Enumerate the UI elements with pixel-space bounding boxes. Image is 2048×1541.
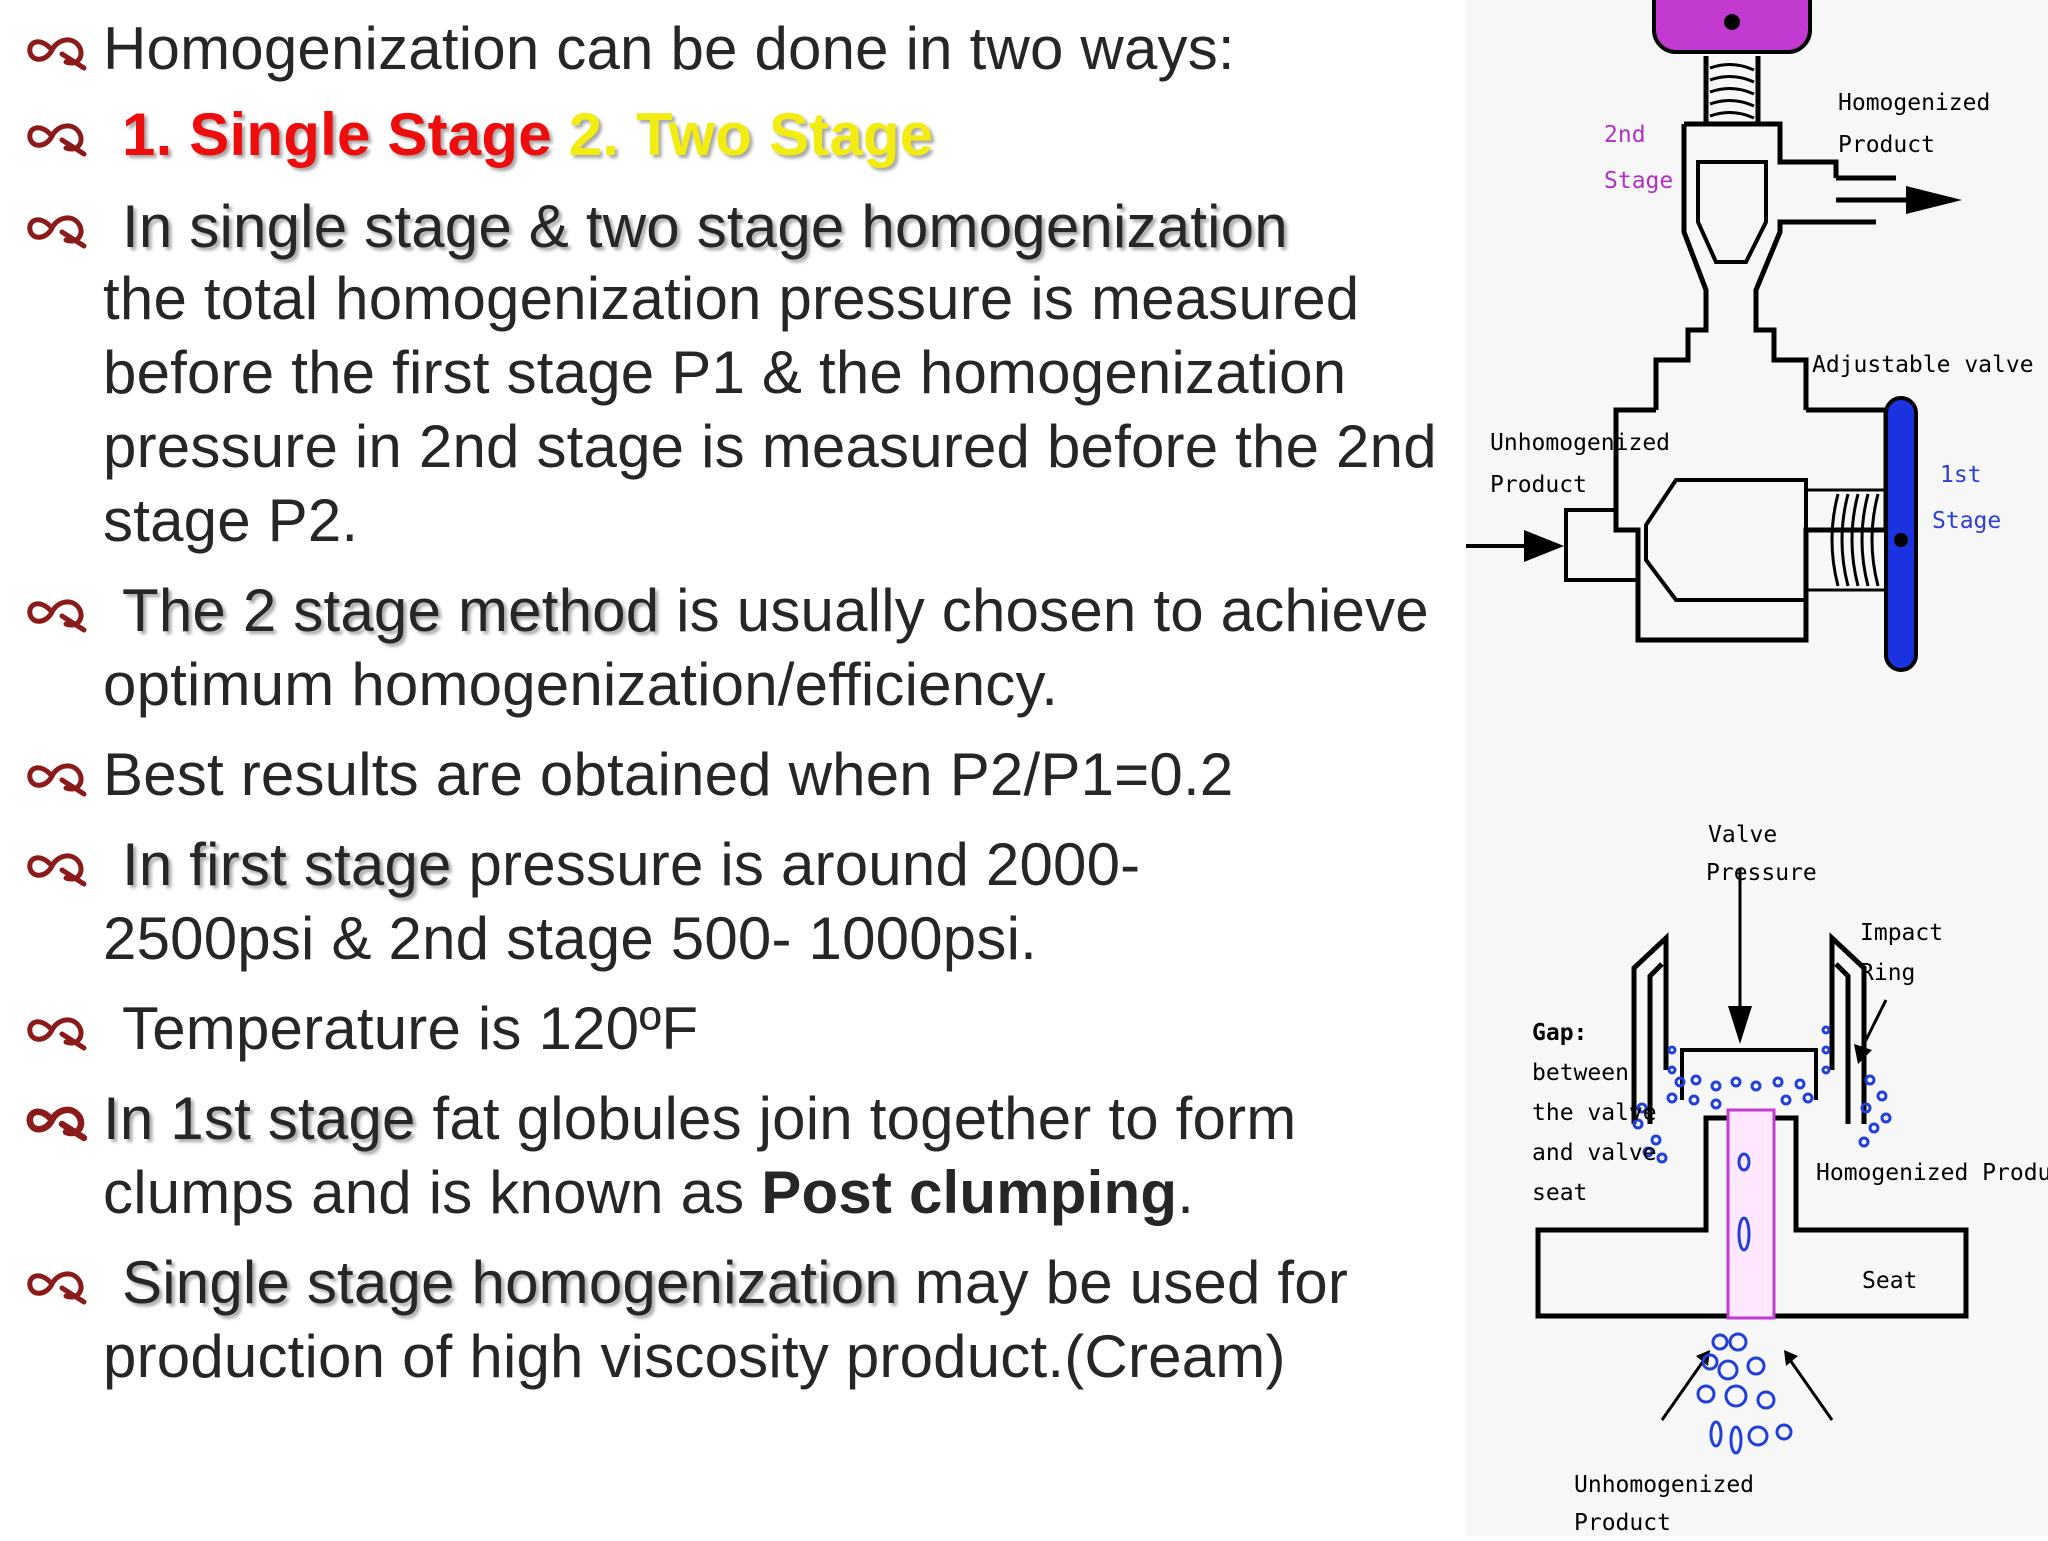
- single-stage-label: 1. Single Stage: [122, 101, 552, 168]
- bullet-end: .: [1177, 1159, 1195, 1226]
- label-adjustable-valve-handle: Adjustable valve handle: [1812, 352, 2048, 378]
- label-gap: between: [1532, 1060, 1629, 1086]
- bullet-text: Single stage homogenization may be used …: [103, 1246, 1443, 1394]
- label-2nd-stage: Stage: [1604, 168, 1673, 194]
- label-seat: Seat: [1862, 1268, 1917, 1294]
- flow-channel: [1726, 1108, 1776, 1320]
- scroll-curl-icon: [26, 1106, 88, 1142]
- bullet-heading: In first stage: [122, 831, 452, 898]
- bullet-text: Homogenization can be done in two ways:: [103, 12, 1483, 86]
- scroll-curl-icon: [27, 599, 87, 633]
- bullet-body: fat globules join together to form clump…: [103, 1085, 1297, 1226]
- bullet-heading: In single stage & two stage homogenizati…: [122, 193, 1288, 260]
- bullet-body: pressure is around 2000-2500psi & 2nd st…: [103, 831, 1141, 972]
- label-impact-ring: Impact: [1860, 920, 1943, 946]
- label-unhomogenized-product: Product: [1574, 1510, 1671, 1536]
- label-homogenized-product: Homogenized: [1838, 90, 1990, 116]
- bullet-text: In first stage pressure is around 2000-2…: [103, 828, 1323, 976]
- bullet-text: 1. Single Stage 2. Two Stage: [122, 98, 1502, 172]
- label-gap: seat: [1532, 1180, 1587, 1206]
- intro-text: Homogenization can be done in two ways:: [103, 15, 1235, 82]
- scroll-curl-icon: [27, 37, 87, 71]
- bullet-body: may be used for production of high visco…: [103, 1249, 1349, 1390]
- bullet-text: Best results are obtained when P2/P1=0.2: [103, 738, 1483, 812]
- label-unhomogenized-product: Product: [1490, 472, 1587, 498]
- diagram-panel: 2nd Stage Homogenized Product Adjustable…: [1466, 0, 2048, 1536]
- valve-seat-diagram: [1535, 868, 1969, 1421]
- label-impact-ring: Ring: [1860, 960, 1915, 986]
- bullet-body: is usually chosen to achieve optimum hom…: [103, 577, 1429, 718]
- label-homogenized-product: Homogenized Product: [1816, 1160, 2048, 1186]
- scroll-curl-icon: [27, 1271, 87, 1305]
- two-stage-label: 2. Two Stage: [551, 101, 934, 168]
- label-gap: the valve: [1532, 1100, 1657, 1126]
- bullet-text: In 1st stage fat globules join together …: [103, 1082, 1478, 1230]
- label-unhomogenized-product: Unhomogenized: [1490, 430, 1670, 456]
- fat-globules-icon: [1632, 1025, 1892, 1455]
- scroll-curl-icon: [27, 853, 87, 887]
- two-stage-valve-diagram: [1466, 0, 1962, 672]
- label-valve-pressure: Pressure: [1706, 860, 1817, 886]
- text-panel: Homogenization can be done in two ways: …: [26, 15, 1463, 1394]
- bullet-heading: The 2 stage method: [122, 577, 660, 644]
- bullet-body: Temperature is 120ºF: [122, 995, 699, 1062]
- scroll-curl-icon: [27, 1017, 87, 1051]
- scroll-curl-icon: [27, 763, 87, 797]
- scroll-curl-icon: [27, 123, 87, 157]
- post-clumping-term: Post clumping: [761, 1159, 1178, 1226]
- bullet-text: The 2 stage method is usually chosen to …: [103, 574, 1463, 722]
- bullet-body: the total homogenization pressure is mea…: [103, 265, 1437, 554]
- label-gap: and valve: [1532, 1140, 1657, 1166]
- homogenizer-diagram: 2nd Stage Homogenized Product Adjustable…: [1466, 0, 2048, 1536]
- scroll-curl-icon: [27, 215, 87, 249]
- bullet-heading: In 1st stage: [103, 1085, 416, 1152]
- bullet-text: Temperature is 120ºF: [122, 992, 1502, 1066]
- label-1st-stage: 1st: [1940, 462, 1982, 488]
- label-2nd-stage: 2nd: [1604, 122, 1646, 148]
- bullet-body: Best results are obtained when P2/P1=0.2: [103, 741, 1234, 808]
- bullet-text: In single stage & two stage homogenizati…: [103, 190, 1463, 558]
- label-homogenized-product: Product: [1838, 132, 1935, 158]
- label-1st-stage: Stage: [1932, 508, 2001, 534]
- label-gap: Gap:: [1532, 1020, 1587, 1046]
- label-unhomogenized-product: Unhomogenized: [1574, 1472, 1754, 1498]
- bullet-heading: Single stage homogenization: [122, 1249, 898, 1316]
- label-valve-pressure: Valve: [1708, 822, 1777, 848]
